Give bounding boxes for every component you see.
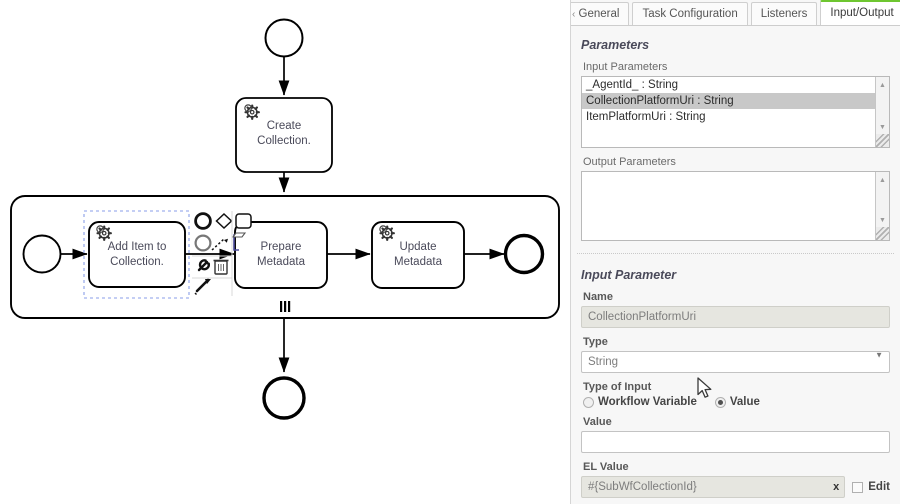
output-parameters-resize-grip[interactable] — [876, 227, 889, 240]
name-field-group: Name — [581, 291, 890, 328]
properties-tabstrip[interactable]: ‹ General Task Configuration Listeners I… — [571, 0, 900, 26]
name-input[interactable] — [581, 306, 890, 328]
type-field-group: Type ▼ — [581, 336, 890, 373]
scroll-down-icon[interactable]: ▼ — [879, 123, 886, 131]
task-create-collection[interactable]: Create Collection. — [235, 97, 333, 173]
list-item[interactable]: CollectionPlatformUri : String — [582, 93, 875, 109]
tab-input-output-label: Input/Output — [830, 7, 894, 19]
task-label-line2: Collection. — [110, 256, 164, 268]
radio-group-workflow-variable[interactable]: Workflow Variable — [583, 396, 697, 408]
type-of-input-radios: Workflow Variable Value — [583, 396, 890, 408]
scroll-up-icon[interactable]: ▲ — [879, 81, 886, 89]
task-label-line1: Create — [267, 120, 302, 132]
context-pad-append-task-shadow-icon — [231, 232, 247, 238]
tab-task-configuration[interactable]: Task Configuration — [632, 2, 748, 25]
scroll-down-icon[interactable]: ▼ — [879, 216, 886, 224]
task-label-line1: Update — [399, 241, 436, 253]
task-add-item-to-collection[interactable]: Add Item to Collection. — [88, 221, 186, 288]
input-parameters-scrollbar[interactable]: ▲ ▼ — [875, 77, 889, 147]
el-value-row: #{SubWfCollectionId} x Edit — [581, 476, 890, 498]
tab-prev-arrow-icon[interactable]: ‹ — [572, 9, 576, 20]
value-label: Value — [583, 416, 612, 428]
context-pad-connect-icon[interactable] — [211, 238, 228, 251]
task-label-line1: Prepare — [261, 241, 302, 253]
radio-value-label[interactable]: Value — [729, 396, 760, 408]
service-task-gear-icon — [96, 225, 112, 241]
section-divider — [577, 253, 894, 254]
parameters-title: Parameters — [581, 38, 650, 52]
task-label-line2: Metadata — [394, 256, 443, 268]
radio-group-value[interactable]: Value — [714, 396, 760, 408]
tab-general[interactable]: ‹ General — [571, 2, 630, 25]
value-field-group: Value — [581, 416, 890, 453]
tab-general-label: General — [578, 8, 620, 20]
el-value-text: #{SubWfCollectionId} — [588, 481, 697, 493]
radio-workflow-variable[interactable] — [583, 396, 594, 408]
el-value-label: EL Value — [583, 461, 629, 473]
context-pad-append-gateway[interactable] — [215, 212, 233, 230]
output-parameters-scrollbar[interactable]: ▲ ▼ — [875, 172, 889, 240]
task-update-metadata[interactable]: Update Metadata — [371, 221, 465, 289]
panel-body: Parameters Input Parameters _AgentId_ : … — [571, 26, 900, 504]
context-pad-append-task[interactable] — [235, 213, 252, 229]
edit-checkbox-group[interactable]: Edit — [852, 481, 890, 493]
edit-checkbox-label[interactable]: Edit — [868, 481, 890, 493]
task-label-line1: Add Item to — [108, 241, 167, 253]
el-value-input[interactable]: #{SubWfCollectionId} x — [581, 476, 846, 498]
context-pad-wand-icon[interactable] — [194, 278, 211, 295]
input-parameters-items: _AgentId_ : String CollectionPlatformUri… — [582, 77, 875, 125]
context-pad-wrench-icon[interactable] — [197, 259, 210, 272]
radio-value[interactable] — [714, 396, 726, 408]
type-label: Type — [583, 336, 608, 348]
tab-task-configuration-label: Task Configuration — [642, 8, 738, 20]
parallel-multi-instance-marker — [280, 301, 291, 312]
bpmn-canvas[interactable]: Create Collection. — [0, 0, 570, 504]
type-of-input-label: Type of Input — [583, 381, 652, 393]
input-parameters-resize-grip[interactable] — [876, 134, 889, 147]
task-prepare-metadata[interactable]: Prepare Metadata — [234, 221, 328, 289]
list-item[interactable]: ItemPlatformUri : String — [586, 111, 706, 123]
tab-listeners[interactable]: Listeners — [750, 2, 818, 25]
task-label-line2: Collection. — [257, 135, 311, 147]
clear-icon[interactable]: x — [833, 481, 840, 493]
context-pad-trash-icon[interactable] — [213, 259, 229, 275]
input-parameter-section: Input Parameter Name Type ▼ Type of Inpu… — [571, 254, 900, 504]
subprocess-start-event[interactable] — [22, 234, 62, 274]
properties-panel: ‹ General Task Configuration Listeners I… — [570, 0, 900, 504]
scroll-up-icon[interactable]: ▲ — [879, 176, 886, 184]
type-select[interactable] — [581, 351, 890, 373]
el-value-field-group: EL Value #{SubWfCollectionId} x Edit — [581, 461, 890, 498]
radio-workflow-variable-label[interactable]: Workflow Variable — [598, 396, 697, 408]
name-label: Name — [583, 291, 613, 303]
output-parameters-list[interactable]: ▲ ▼ — [581, 171, 890, 241]
list-item[interactable]: _AgentId_ : String — [586, 79, 679, 91]
service-task-gear-icon — [379, 225, 395, 241]
tab-listeners-label: Listeners — [760, 8, 808, 20]
type-of-input-group: Type of Input Workflow Variable Value — [581, 381, 890, 408]
start-event[interactable] — [264, 18, 304, 58]
context-pad-append-intermediate-event[interactable] — [194, 234, 212, 252]
input-parameters-label: Input Parameters — [583, 61, 668, 73]
input-parameter-title: Input Parameter — [581, 268, 677, 282]
output-parameters-label: Output Parameters — [583, 156, 676, 168]
input-parameters-list[interactable]: _AgentId_ : String CollectionPlatformUri… — [581, 76, 890, 148]
parameters-section: Parameters Input Parameters _AgentId_ : … — [571, 26, 900, 253]
edit-checkbox[interactable] — [852, 481, 864, 493]
end-event[interactable] — [262, 376, 306, 420]
context-pad-append-end-event[interactable] — [194, 212, 212, 230]
context-pad[interactable] — [192, 211, 252, 296]
subprocess-end-event[interactable] — [503, 233, 545, 275]
task-label-line2: Metadata — [257, 256, 306, 268]
service-task-gear-icon — [244, 104, 260, 120]
tab-input-output[interactable]: Input/Output — [820, 0, 900, 25]
value-input[interactable] — [581, 431, 890, 453]
